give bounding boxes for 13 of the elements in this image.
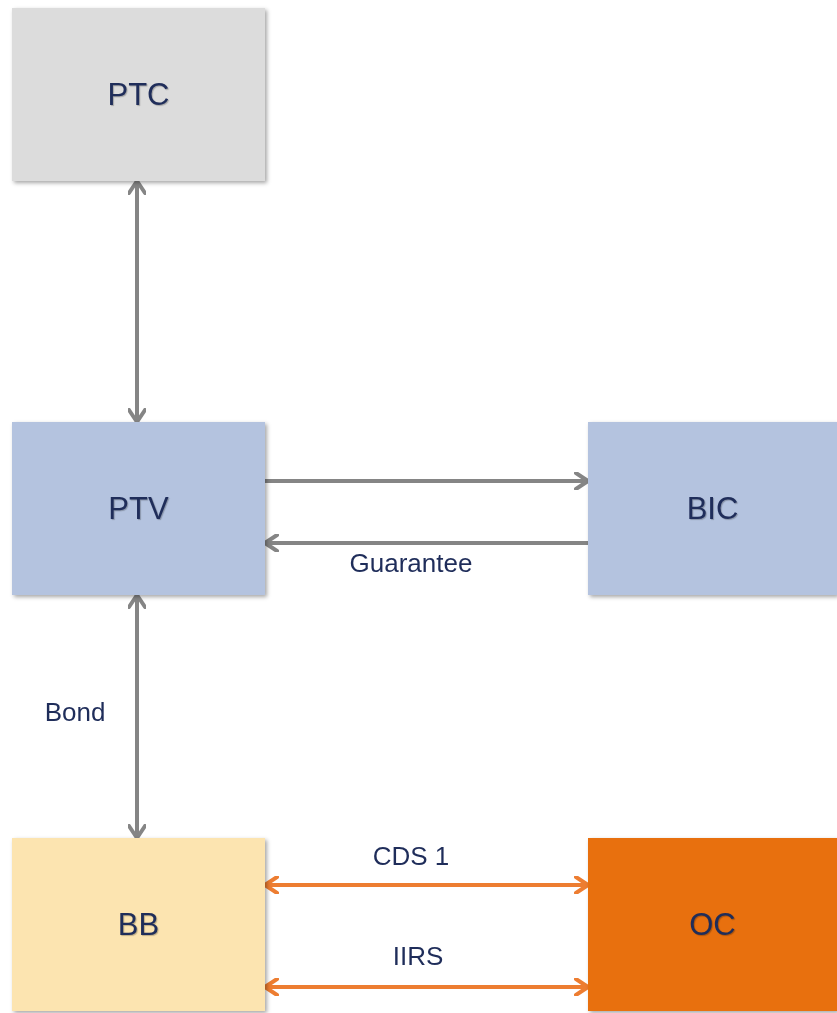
node-label: PTC [107, 76, 170, 113]
entity-box [12, 422, 265, 595]
node-label: BIC [686, 490, 739, 527]
entity-box [588, 422, 837, 595]
node-label: OC [689, 906, 736, 943]
node-label: BB [117, 906, 160, 943]
arrow [265, 471, 590, 491]
double-arrow [127, 179, 147, 424]
entity-box [12, 838, 265, 1011]
entity-box [12, 8, 265, 181]
entity-box [588, 838, 837, 1011]
double-arrow [127, 593, 147, 840]
node-label: PTV [108, 490, 169, 527]
